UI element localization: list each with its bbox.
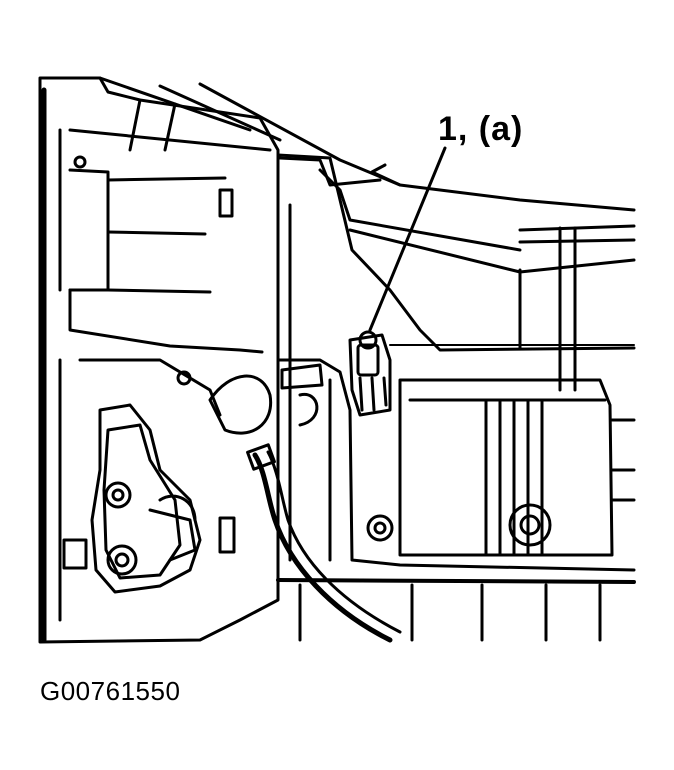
callout-leader-line (368, 146, 447, 332)
bell-housing (38, 76, 280, 644)
upper-housing (98, 76, 636, 274)
lower-skirt (298, 514, 602, 642)
oil-pan (398, 226, 636, 557)
figure-id: G00761550 (40, 676, 181, 706)
detent-lever-assembly (90, 403, 202, 594)
callout-label: 1, (a) (438, 110, 524, 148)
wiring-harness (246, 443, 402, 643)
neutral-start-switch (348, 330, 635, 417)
transmission-case (208, 153, 636, 584)
